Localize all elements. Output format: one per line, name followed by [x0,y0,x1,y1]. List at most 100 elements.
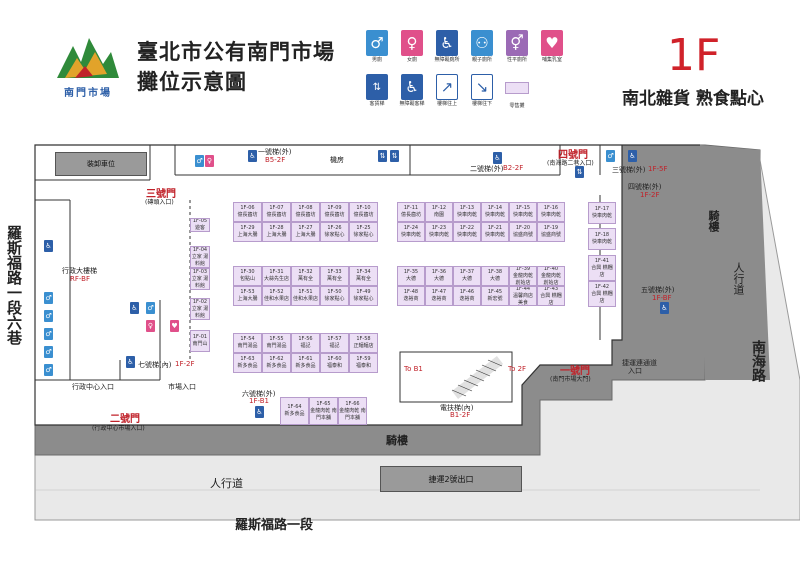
stall-name: 溫馨商店 美食 [512,292,533,306]
male-toilet-icon: ♂ [195,155,204,167]
accessible-elevator-icon: ♿ [126,356,135,368]
stall-id: 1F-59 [356,356,371,362]
stall-name: 佳和水果店 [292,296,318,302]
female-toilet-icon: ♀ [205,155,214,167]
legend-label: 樓梯往上 [436,101,457,107]
stall-id: 1F-45 [487,289,503,295]
gate-2-note: (行政中心市場入口) [92,425,145,432]
stall-name: 協盛商號 [512,232,533,238]
stall-id: 1F-64 [287,404,302,410]
stall-name: 徐家點心 [324,296,345,302]
stall-name: 福泰和 [355,363,371,369]
stall-name: 新多食品 [284,411,305,417]
elevator-6-floors: 1F-B1 [249,397,270,405]
accessible-elevator-icon: ♿ [493,152,502,164]
stall-id: 1F-08 [298,205,313,211]
stall-id: 1F-60 [327,356,342,362]
stall-id: 1F-22 [459,225,475,231]
stall-id: 1F-15 [515,205,531,211]
elevator-2-floors: B2-2F [503,164,524,172]
stall-name: 逸裕商 [403,296,419,302]
machine-room: 機房 [330,156,344,164]
sidewalk-south-label: 人行道 [210,477,243,490]
elevator-1-label: 一號梯(外) [258,148,292,156]
passenger-elevator-icon: ⇅ [366,74,388,100]
stall-id: 1F-20 [515,225,531,231]
stall-name: 合興 糕糰店 [591,290,613,304]
legend: ♂ 男廁 ♀ 女廁 ♿ 無障礙廁所 ⚇ 親子廁所 ⚥ 性平廁所 ♥ 哺集乳室 ⇅… [360,30,563,110]
road-south-label: 羅斯福路一段 [235,518,314,533]
stall-id: 1F-33 [327,269,342,275]
elevator-4-floors: 1F-2F [640,191,660,199]
accessible-elevator-icon: ♿ [255,406,264,418]
stall-name: 快車肉乾 [484,212,505,218]
